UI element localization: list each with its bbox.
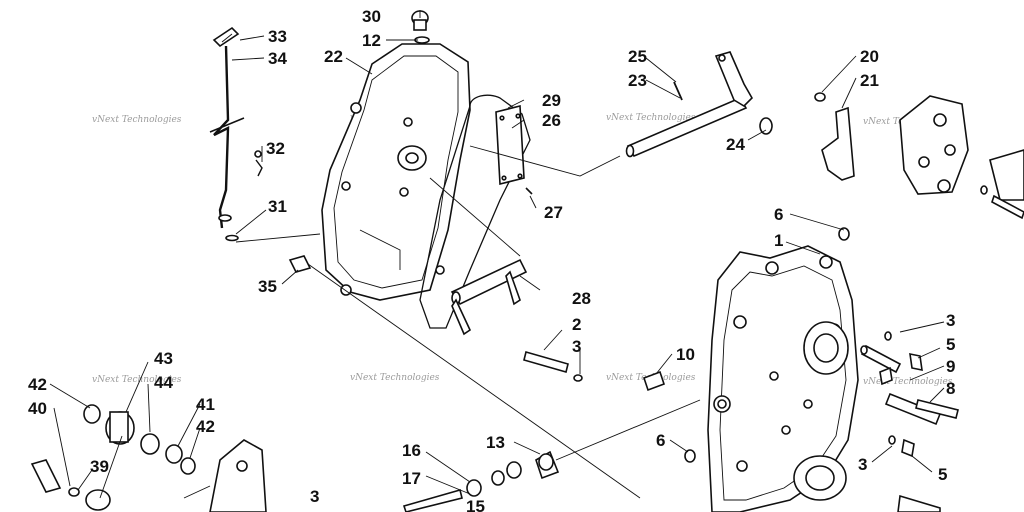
callout-30: 30 bbox=[362, 7, 381, 26]
callout-1: 1 bbox=[774, 231, 783, 250]
lower-left-hardware bbox=[30, 404, 267, 512]
callout-29: 29 bbox=[542, 91, 561, 110]
guide-bar bbox=[450, 258, 528, 336]
callout-44: 44 bbox=[154, 373, 173, 392]
lower-center-hardware bbox=[402, 450, 560, 512]
callout-labels: 33 34 32 31 30 12 22 25 23 24 29 26 27 2… bbox=[28, 7, 955, 512]
callout-17: 17 bbox=[402, 469, 421, 488]
callout-10: 10 bbox=[676, 345, 695, 364]
watermark: vNext Technologies bbox=[92, 115, 182, 125]
callout-6: 6 bbox=[774, 205, 783, 224]
watermark: vNext Technologies bbox=[606, 113, 696, 123]
callout-35: 35 bbox=[258, 277, 277, 296]
callout-28: 28 bbox=[572, 289, 591, 308]
chaincase-cover bbox=[321, 10, 471, 301]
callout-41: 41 bbox=[196, 395, 215, 414]
callout-12: 12 bbox=[362, 31, 381, 50]
callout-20: 20 bbox=[860, 47, 879, 66]
callout-40: 40 bbox=[28, 399, 47, 418]
callout-5: 5 bbox=[938, 465, 947, 484]
callout-3: 3 bbox=[858, 455, 867, 474]
callout-24: 24 bbox=[726, 135, 745, 154]
fasteners-center bbox=[288, 255, 583, 382]
callout-33: 33 bbox=[268, 27, 287, 46]
callout-21: 21 bbox=[860, 71, 879, 90]
callout-5: 5 bbox=[946, 335, 955, 354]
callout-3: 3 bbox=[572, 337, 581, 356]
dipstick-assembly bbox=[209, 26, 263, 242]
bracket-assembly bbox=[814, 92, 1024, 220]
callout-26: 26 bbox=[542, 111, 561, 130]
callout-6: 6 bbox=[656, 431, 665, 450]
shaft-assembly bbox=[625, 51, 773, 158]
callout-25: 25 bbox=[628, 47, 647, 66]
callout-3: 3 bbox=[310, 487, 319, 506]
callout-42: 42 bbox=[196, 417, 215, 436]
callout-34: 34 bbox=[268, 49, 287, 68]
callout-15: 15 bbox=[466, 497, 485, 512]
watermark: vNext Technologies bbox=[863, 377, 953, 387]
callout-32: 32 bbox=[266, 139, 285, 158]
callout-39: 39 bbox=[90, 457, 109, 476]
callout-3: 3 bbox=[946, 311, 955, 330]
gearcase-housing bbox=[642, 227, 959, 512]
callout-42: 42 bbox=[28, 375, 47, 394]
callout-31: 31 bbox=[268, 197, 287, 216]
callout-16: 16 bbox=[402, 441, 421, 460]
callout-23: 23 bbox=[628, 71, 647, 90]
cover-gasket bbox=[419, 94, 533, 329]
callout-2: 2 bbox=[572, 315, 581, 334]
watermark: vNext Technologies bbox=[92, 375, 182, 385]
watermark: vNext Technologies bbox=[350, 373, 440, 383]
callout-9: 9 bbox=[946, 357, 955, 376]
callout-13: 13 bbox=[486, 433, 505, 452]
callout-8: 8 bbox=[946, 379, 955, 398]
callout-27: 27 bbox=[544, 203, 563, 222]
callout-22: 22 bbox=[324, 47, 343, 66]
leader-lines bbox=[49, 10, 945, 499]
callout-43: 43 bbox=[154, 349, 173, 368]
